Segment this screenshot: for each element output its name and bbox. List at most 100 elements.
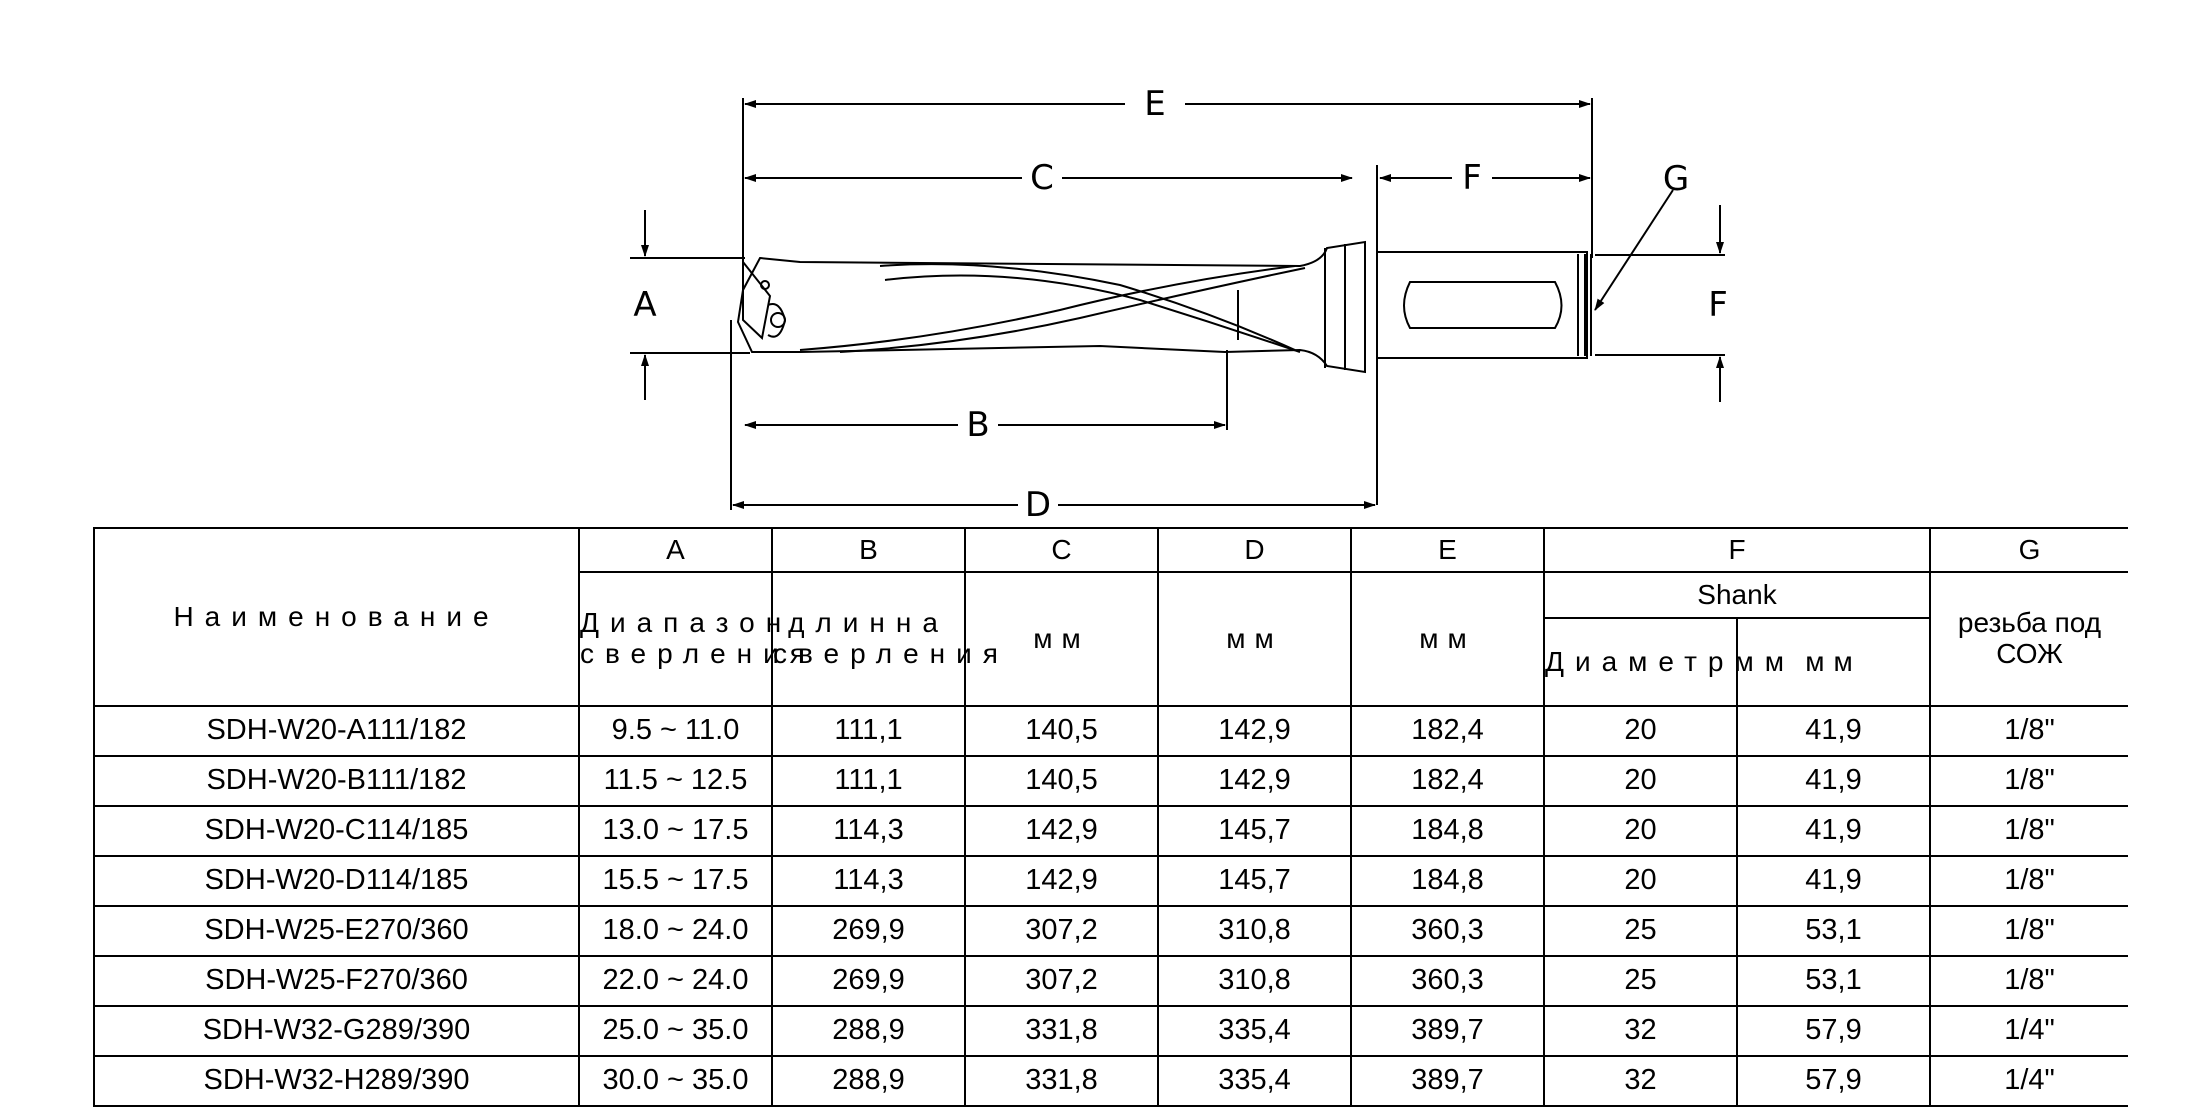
- cell-a: 9.5 ~ 11.0: [578, 705, 773, 757]
- cell-e: 360,3: [1350, 955, 1545, 1007]
- cell-f-len: 53,1: [1735, 955, 1932, 1007]
- header-f-diam: Диаметрмм: [1543, 617, 1784, 707]
- cell-a: 11.5 ~ 12.5: [578, 755, 773, 807]
- cell-g: 1/8": [1929, 705, 2129, 757]
- cell-e: 184,8: [1350, 855, 1545, 907]
- label-f-shank: F: [1708, 285, 1728, 325]
- cell-e: 360,3: [1350, 905, 1545, 957]
- header-b-desc: длинна сверления: [771, 571, 998, 707]
- label-f: F: [1462, 158, 1482, 198]
- cell-b: 288,9: [771, 1005, 966, 1057]
- cell-b: 111,1: [771, 705, 966, 757]
- cell-f-len: 41,9: [1735, 705, 1932, 757]
- cell-c: 307,2: [964, 955, 1159, 1007]
- header-c-unit: мм: [964, 571, 1159, 707]
- header-e: E: [1350, 527, 1545, 573]
- cell-name: SDH-W20-C114/185: [93, 805, 580, 857]
- cell-g: 1/8": [1929, 955, 2129, 1007]
- cell-f-diam: 20: [1543, 755, 1738, 807]
- label-e: E: [1144, 84, 1165, 124]
- cell-c: 142,9: [964, 805, 1159, 857]
- cell-name: SDH-W20-D114/185: [93, 855, 580, 907]
- header-f: F: [1542, 527, 1932, 573]
- cell-d: 142,9: [1157, 705, 1352, 757]
- cell-g: 1/4": [1929, 1055, 2129, 1107]
- header-b: B: [771, 527, 966, 573]
- spec-table: Наименование A B C D E F G Диапазон свер…: [93, 527, 2129, 1107]
- cell-e: 184,8: [1350, 805, 1545, 857]
- cell-e: 389,7: [1350, 1005, 1545, 1057]
- cell-b: 269,9: [771, 955, 966, 1007]
- cell-b: 111,1: [771, 755, 966, 807]
- header-c: C: [964, 527, 1159, 573]
- cell-f-len: 41,9: [1735, 805, 1932, 857]
- cell-f-len: 57,9: [1735, 1055, 1932, 1107]
- cell-c: 140,5: [964, 755, 1159, 807]
- label-b: B: [966, 405, 989, 445]
- cell-b: 288,9: [771, 1055, 966, 1107]
- cell-b: 114,3: [771, 855, 966, 907]
- cell-a: 30.0 ~ 35.0: [578, 1055, 773, 1107]
- header-a-desc: Диапазон сверления: [578, 571, 805, 707]
- cell-g: 1/8": [1929, 905, 2129, 957]
- cell-f-diam: 20: [1543, 855, 1738, 907]
- dimension-labels: E C F B D A F G: [633, 84, 1727, 520]
- cell-d: 335,4: [1157, 1005, 1352, 1057]
- cell-d: 145,7: [1157, 805, 1352, 857]
- cell-d: 145,7: [1157, 855, 1352, 907]
- cell-b: 114,3: [771, 805, 966, 857]
- cell-name: SDH-W20-A111/182: [93, 705, 580, 757]
- cell-g: 1/8": [1929, 855, 2129, 907]
- cell-f-diam: 32: [1543, 1055, 1738, 1107]
- cell-c: 307,2: [964, 905, 1159, 957]
- cell-f-diam: 20: [1543, 705, 1738, 757]
- cell-f-len: 53,1: [1735, 905, 1932, 957]
- cell-g: 1/8": [1929, 755, 2129, 807]
- cell-name: SDH-W20-B111/182: [93, 755, 580, 807]
- cell-g: 1/8": [1929, 805, 2129, 857]
- header-row-2: Диапазон сверления длинна сверления мм м…: [94, 571, 2129, 707]
- label-g: G: [1663, 159, 1689, 199]
- header-f-unit: мм: [1735, 617, 1932, 707]
- cell-c: 331,8: [964, 1005, 1159, 1057]
- header-row-3: Диаметрмм мм: [94, 617, 2128, 707]
- header-d-unit: мм: [1157, 571, 1352, 707]
- cell-e: 182,4: [1350, 755, 1545, 807]
- cell-name: SDH-W32-H289/390: [93, 1055, 580, 1107]
- cell-a: 22.0 ~ 24.0: [578, 955, 773, 1007]
- cell-d: 310,8: [1157, 955, 1352, 1007]
- label-c: C: [1030, 158, 1054, 198]
- cell-f-diam: 25: [1543, 905, 1738, 957]
- cell-name: SDH-W32-G289/390: [93, 1005, 580, 1057]
- cell-a: 15.5 ~ 17.5: [578, 855, 773, 907]
- cell-name: SDH-W25-E270/360: [93, 905, 580, 957]
- cell-c: 331,8: [964, 1055, 1159, 1107]
- cell-d: 142,9: [1157, 755, 1352, 807]
- drill-drawing: E C F B D A F G: [630, 84, 1728, 520]
- cell-e: 389,7: [1350, 1055, 1545, 1107]
- cell-f-diam: 25: [1543, 955, 1738, 1007]
- cell-c: 142,9: [964, 855, 1159, 907]
- drill-body: [736, 240, 1592, 374]
- header-name: Наименование: [93, 527, 580, 707]
- cell-name: SDH-W25-F270/360: [93, 955, 580, 1007]
- header-a: A: [578, 527, 773, 573]
- header-shank: Shank: [1542, 571, 1932, 619]
- cell-a: 13.0 ~ 17.5: [578, 805, 773, 857]
- label-a: A: [633, 285, 656, 325]
- dimension-lines: [641, 100, 1724, 509]
- cell-e: 182,4: [1350, 705, 1545, 757]
- cell-g: 1/4": [1929, 1005, 2129, 1057]
- cell-f-diam: 20: [1543, 805, 1738, 857]
- header-row-1: Наименование A B C D E F G: [93, 527, 2129, 707]
- cell-a: 18.0 ~ 24.0: [578, 905, 773, 957]
